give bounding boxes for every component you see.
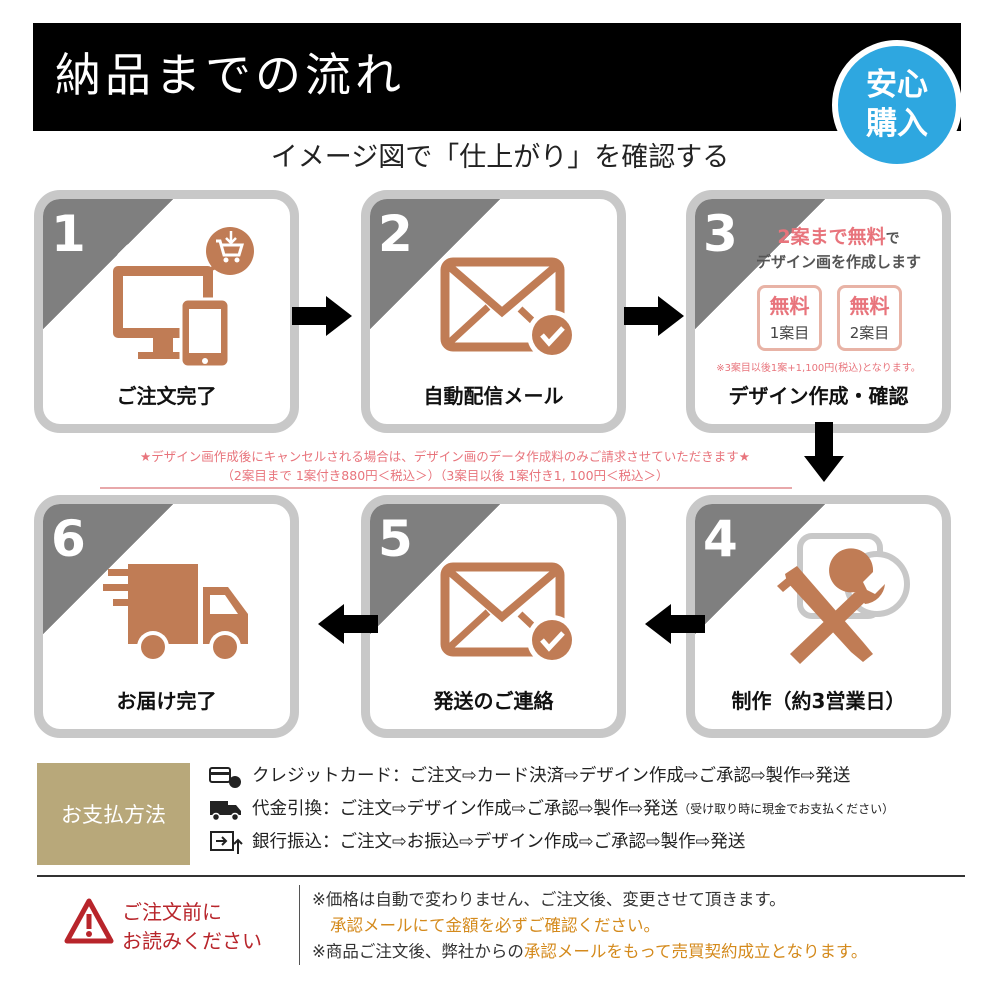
payment-row-bank: 銀行振込：ご注文⇨お振込⇨デザイン作成⇨ご承認⇨製作⇨発送 — [208, 828, 745, 856]
step-number: 5 — [378, 510, 413, 568]
payment-row-cod: 代金引換：ご注文⇨デザイン作成⇨ご承認⇨製作⇨発送 （受け取り時に現金でお支払く… — [208, 795, 894, 823]
truck-icon — [103, 564, 248, 663]
warning-line1: ご注文前に — [122, 900, 222, 924]
step-card-2: 2 自動配信メール — [361, 190, 626, 433]
note-line3-a: ※商品ご注文後、弊社からの — [312, 942, 524, 961]
step-label: ご注文完了 — [116, 384, 217, 408]
free-box-caption: 2案目 — [849, 324, 890, 342]
free-headline: 2案まで無料で — [735, 225, 942, 251]
note-line1: ※価格は自動で変わりません、ご注文後、変更させて頂きます。 — [312, 890, 786, 909]
step-number: 1 — [51, 205, 86, 263]
badge-line1: 安心 — [866, 67, 928, 103]
warning-line2: お読みください — [122, 929, 262, 953]
step-number-corner — [695, 199, 825, 329]
badge-line2: 購入 — [866, 106, 928, 142]
free-box-title: 無料 — [769, 294, 810, 318]
safe-purchase-badge: 安心 購入 — [832, 40, 962, 170]
payment-row-text: 銀行振込：ご注文⇨お振込⇨デザイン作成⇨ご承認⇨製作⇨発送 — [252, 832, 746, 852]
divider — [37, 875, 965, 877]
arrow-left-icon — [318, 604, 378, 644]
payment-row-credit: クレジットカード：ご注文⇨カード決済⇨デザイン作成⇨ご承認⇨製作⇨発送 — [208, 762, 850, 790]
payment-row-note: （受け取り時に現金でお支払ください） — [678, 802, 895, 816]
order-notes: ※価格は自動で変わりません、ご注文後、変更させて頂きます。 承認メールにて金額を… — [312, 887, 867, 965]
step-card-4: 4 制作（約3営業日） — [686, 495, 951, 738]
credit-card-icon — [209, 767, 241, 788]
bank-transfer-icon — [210, 831, 243, 854]
step-label: 制作（約3営業日） — [731, 689, 906, 713]
subtitle: イメージ図で「仕上がり」を確認する — [270, 142, 730, 173]
note-line2: 承認メールにて金額を必ずご確認ください。 — [330, 916, 660, 935]
computer-phone-cart-icon — [113, 227, 254, 369]
cancel-note-underline — [100, 487, 792, 489]
vertical-divider — [299, 885, 300, 965]
step-card-6: 6 お届け完了 — [34, 495, 299, 738]
free-headline-pink: 2案まで無料 — [777, 226, 886, 248]
free-box-caption: 1案目 — [769, 324, 810, 342]
read-before-order: ご注文前に お読みください — [122, 898, 262, 956]
step-card-1: 1 ご注文完了 — [34, 190, 299, 433]
payment-method-label: お支払方法 — [37, 763, 190, 865]
free-headline-gray: で — [885, 231, 900, 247]
free-box-title: 無料 — [849, 294, 890, 318]
payment-row-text: クレジットカード：ご注文⇨カード決済⇨デザイン作成⇨ご承認⇨製作⇨発送 — [252, 766, 851, 786]
step-number: 3 — [703, 205, 738, 263]
arrow-down-icon — [804, 422, 844, 482]
warning-triangle-icon — [64, 898, 114, 944]
note-line3-b: 承認メールをもって売買契約成立となります。 — [523, 942, 868, 961]
arrow-left-icon — [645, 604, 705, 644]
cancel-note-line2: （2案目まで 1案付き880円＜税込＞）（3案目以後 1案付き1, 100円＜税… — [221, 468, 669, 483]
page-title: 納品までの流れ — [55, 48, 405, 102]
step-number: 2 — [378, 205, 413, 263]
payment-row-text: 代金引換：ご注文⇨デザイン作成⇨ご承認⇨製作⇨発送 — [252, 799, 679, 819]
mail-check-icon — [440, 257, 577, 360]
step-number: 6 — [51, 510, 86, 568]
cancel-note-line1: ★デザイン画作成後にキャンセルされる場合は、デザイン画のデータ作成料のみご請求さ… — [140, 449, 750, 464]
delivery-cash-icon — [210, 801, 241, 822]
step-label: 自動配信メール — [423, 384, 564, 408]
tools-icon — [777, 533, 910, 664]
arrow-right-icon — [292, 296, 352, 336]
free-note: ※3案目以後1案+1,100円(税込)となります。 — [716, 363, 921, 374]
step-number: 4 — [703, 510, 738, 568]
step-label: 発送のご連絡 — [433, 689, 554, 713]
note-line3: ※商品ご注文後、弊社からの承認メールをもって売買契約成立となります。 — [312, 939, 867, 965]
step-card-5: 5 発送のご連絡 — [361, 495, 626, 738]
free-box-1: 無料 1案目 — [757, 285, 822, 351]
free-subtext: デザイン画を作成します — [755, 253, 921, 271]
arrow-right-icon — [624, 296, 684, 336]
step-label: お届け完了 — [116, 689, 217, 713]
step-card-3: 3 2案まで無料で デザイン画を作成します 無料 1案目 無料 2案目 ※3案目… — [686, 190, 951, 433]
step-label: デザイン作成・確認 — [728, 384, 909, 408]
header-bar — [33, 23, 961, 131]
mail-check-icon — [440, 562, 577, 665]
free-box-2: 無料 2案目 — [837, 285, 902, 351]
